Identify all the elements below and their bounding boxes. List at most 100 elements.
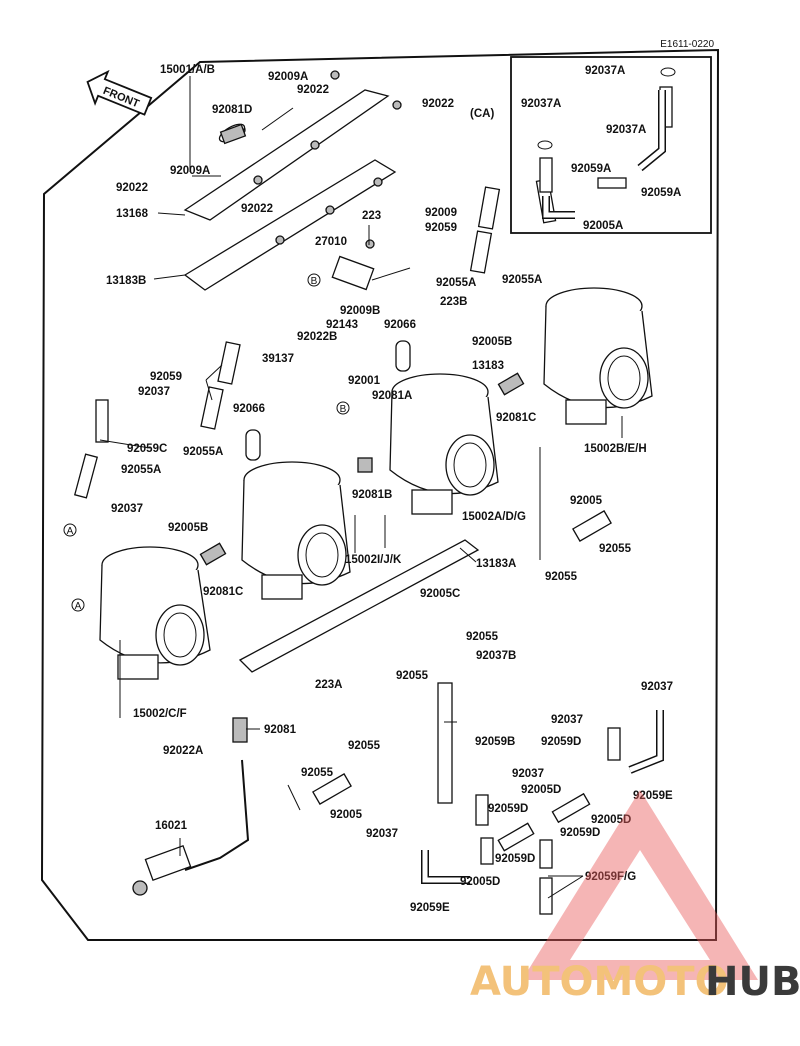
part-label: 92081B xyxy=(352,489,392,501)
part-label: 92055A xyxy=(436,277,476,289)
marker-b-icon: B B xyxy=(307,273,350,415)
ca-inset-parts xyxy=(537,67,676,219)
part-label: 27010 xyxy=(315,236,347,248)
part-label: 223A xyxy=(315,679,343,691)
diagram-frame xyxy=(40,48,720,941)
part-label: 92066 xyxy=(233,403,265,415)
part-label: 92059F/G xyxy=(585,871,636,883)
watermark-triangle-icon xyxy=(522,790,758,980)
throttle-bracket xyxy=(331,239,411,291)
part-label: 92059D xyxy=(488,803,528,815)
part-label: 92037A xyxy=(585,65,625,77)
part-label: 92055 xyxy=(348,740,381,752)
part-label: 92005D xyxy=(460,876,500,888)
part-label: 92022B xyxy=(297,331,337,343)
part-label: 92055 xyxy=(396,670,429,682)
part-labels: 15001/A/B 92009A 92022 92022 92081D 9200… xyxy=(106,64,681,914)
part-label: 92059E xyxy=(633,790,673,802)
part-label: 92037 xyxy=(111,503,143,515)
part-label: 92001 xyxy=(348,375,381,387)
watermark-text-part2: HUB xyxy=(705,959,800,1005)
part-label: 92005C xyxy=(420,588,460,600)
part-label: 92055A xyxy=(183,446,223,458)
part-label: 16021 xyxy=(155,820,188,832)
part-label: 92059D xyxy=(541,736,581,748)
part-label: 92059 xyxy=(150,371,182,383)
part-label: 92059D xyxy=(560,827,600,839)
part-label: 15002B/E/H xyxy=(584,443,647,455)
part-label: 92037A xyxy=(606,124,646,136)
part-label: 92005B xyxy=(168,522,208,534)
part-label: 92055A xyxy=(121,464,161,476)
part-label: 92081C xyxy=(496,412,536,424)
part-label: 223B xyxy=(440,296,468,308)
part-label: 92055 xyxy=(466,631,499,643)
part-label: 13183A xyxy=(476,558,516,570)
part-label: 92081D xyxy=(212,104,252,116)
part-label: 92037 xyxy=(551,714,583,726)
carburetor-1 xyxy=(99,546,211,680)
part-label: 92005D xyxy=(521,784,561,796)
part-label: 92022 xyxy=(116,182,148,194)
front-arrow-icon: FRONT xyxy=(86,69,153,116)
marker-b-label-2: B xyxy=(340,404,347,415)
part-label: 15002/C/F xyxy=(133,708,187,720)
part-label: 92022 xyxy=(241,203,273,215)
watermark-logo: AUTOMOTO HUB xyxy=(470,790,800,1005)
carburetor-3 xyxy=(389,373,499,515)
part-label: 92037 xyxy=(138,386,170,398)
part-label: 92055A xyxy=(502,274,542,286)
inset-label: (CA) xyxy=(470,108,494,120)
part-label: 92022A xyxy=(163,745,203,757)
part-label: 223 xyxy=(362,210,381,222)
part-label: 13183B xyxy=(106,275,146,287)
part-label: 15002A/D/G xyxy=(462,511,526,523)
part-label: 92005A xyxy=(583,220,623,232)
part-label: 92143 xyxy=(326,319,358,331)
choke-cable xyxy=(132,759,250,896)
part-label: 92005D xyxy=(591,814,631,826)
watermark-text-part1: AUTOMOTO xyxy=(470,959,729,1005)
part-label: 92037 xyxy=(641,681,673,693)
part-label: 92055 xyxy=(301,767,334,779)
part-label: 92059B xyxy=(475,736,515,748)
part-label: 92037B xyxy=(476,650,516,662)
part-label: 92081 xyxy=(264,724,297,736)
part-label: 92055 xyxy=(599,543,632,555)
part-label: 92022 xyxy=(297,84,329,96)
part-label: 92022 xyxy=(422,98,454,110)
leader-lines xyxy=(99,76,623,899)
marker-b-label: B xyxy=(311,276,318,287)
lower-holder-bar xyxy=(238,539,480,673)
reference-code: E1611-0220 xyxy=(660,39,714,50)
part-label: 92009A xyxy=(170,165,210,177)
part-label: 92066 xyxy=(384,319,416,331)
part-label: 92055 xyxy=(545,571,578,583)
part-label: 92037 xyxy=(366,828,398,840)
springs xyxy=(199,123,525,743)
part-label: 92059E xyxy=(410,902,450,914)
carburetor-2 xyxy=(241,461,351,600)
part-label: 92059C xyxy=(127,443,167,455)
marker-a-icon: A A xyxy=(63,523,85,612)
part-label: 92005B xyxy=(472,336,512,348)
carburetor-4 xyxy=(543,287,653,425)
part-label: 92005 xyxy=(570,495,603,507)
part-label: 13183 xyxy=(472,360,504,372)
part-label: 13168 xyxy=(116,208,149,220)
marker-a-label: A xyxy=(75,601,82,612)
part-label: 92009 xyxy=(425,207,457,219)
part-label: 92009A xyxy=(268,71,308,83)
part-label: 92037A xyxy=(521,98,561,110)
carburetor-holder-bar xyxy=(183,70,402,291)
part-label: 92059A xyxy=(571,163,611,175)
part-label: 92037 xyxy=(512,768,544,780)
part-label: 92059D xyxy=(495,853,535,865)
part-label: 92005 xyxy=(330,809,363,821)
part-label: 92059A xyxy=(641,187,681,199)
part-label: 92059 xyxy=(425,222,457,234)
marker-a-label-2: A xyxy=(67,526,74,537)
part-label: 92081A xyxy=(372,390,412,402)
part-label: 39137 xyxy=(262,353,294,365)
